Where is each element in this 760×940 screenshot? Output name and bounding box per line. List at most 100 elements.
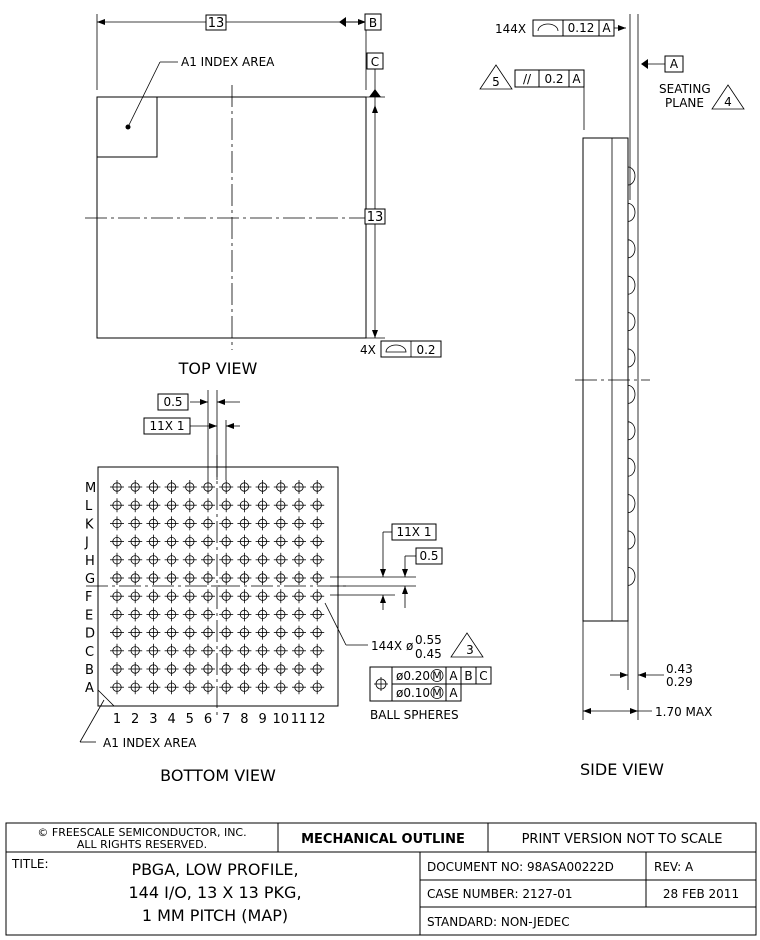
position-datum-b: B bbox=[464, 669, 472, 683]
solder-ball bbox=[128, 571, 143, 585]
profile-datum: A bbox=[602, 21, 611, 35]
row-label: D bbox=[85, 627, 95, 642]
column-label: 9 bbox=[258, 712, 266, 727]
column-label: 3 bbox=[149, 712, 157, 727]
solder-ball bbox=[273, 607, 288, 622]
solder-ball bbox=[110, 516, 124, 531]
side-ball bbox=[627, 348, 636, 368]
solder-ball bbox=[292, 625, 306, 640]
solder-ball bbox=[219, 498, 234, 513]
solder-ball bbox=[310, 625, 325, 640]
a1-index-hatch bbox=[96, 96, 158, 158]
solder-ball bbox=[292, 662, 306, 676]
row-label: M bbox=[85, 481, 96, 496]
solder-ball bbox=[146, 589, 161, 604]
solder-ball bbox=[237, 552, 252, 567]
solder-ball bbox=[255, 480, 270, 494]
side-view: 144X 0.12 A 5 // 0.2 A A SEATING PLANE 4 bbox=[479, 14, 745, 779]
solder-ball bbox=[110, 498, 124, 513]
flatness-value: 0.2 bbox=[416, 343, 435, 357]
solder-ball bbox=[219, 662, 234, 676]
solder-ball bbox=[164, 662, 179, 676]
side-ball bbox=[627, 275, 636, 295]
solder-ball bbox=[292, 589, 306, 604]
solder-ball bbox=[273, 552, 288, 567]
solder-ball bbox=[292, 534, 306, 549]
solder-ball bbox=[146, 607, 161, 622]
datum-c-label: C bbox=[371, 55, 379, 69]
pitch-count-right: 11X 1 bbox=[397, 525, 432, 539]
ball-spheres-label: BALL SPHERES bbox=[370, 708, 459, 722]
bottom-a1-index-label: A1 INDEX AREA bbox=[103, 736, 197, 750]
solder-ball bbox=[310, 607, 325, 622]
solder-ball bbox=[273, 480, 288, 494]
drawing-date: 28 FEB 2011 bbox=[663, 887, 739, 901]
solder-ball bbox=[146, 662, 161, 676]
solder-ball bbox=[128, 589, 143, 604]
solder-ball bbox=[273, 643, 288, 658]
solder-ball bbox=[310, 534, 325, 549]
solder-ball bbox=[182, 589, 197, 604]
solder-ball bbox=[219, 516, 234, 531]
side-ball bbox=[627, 203, 636, 222]
solder-ball bbox=[237, 625, 252, 640]
solder-ball bbox=[146, 516, 161, 531]
solder-ball bbox=[219, 643, 234, 658]
row-label: H bbox=[85, 554, 95, 569]
solder-ball bbox=[164, 680, 179, 695]
solder-ball bbox=[219, 571, 234, 585]
solder-ball bbox=[128, 625, 143, 640]
seating-plane-1: SEATING bbox=[659, 82, 711, 96]
height-max: 1.70 MAX bbox=[655, 705, 712, 719]
mmc-symbol-2: M bbox=[432, 687, 442, 700]
standoff-min: 0.29 bbox=[666, 675, 693, 689]
solder-ball bbox=[292, 643, 306, 658]
solder-ball bbox=[182, 552, 197, 567]
row-label: E bbox=[85, 608, 93, 623]
side-ball-profile bbox=[627, 166, 636, 586]
solder-ball bbox=[237, 480, 252, 494]
row-label: G bbox=[85, 572, 95, 587]
solder-ball bbox=[255, 589, 270, 604]
solder-ball bbox=[219, 589, 234, 604]
position-datum-a-2: A bbox=[449, 686, 458, 700]
row-label: L bbox=[85, 499, 93, 514]
solder-ball bbox=[219, 480, 234, 494]
solder-ball bbox=[292, 680, 306, 695]
column-label: 6 bbox=[204, 712, 212, 727]
solder-ball bbox=[164, 643, 179, 658]
document-number: DOCUMENT NO: 98ASA00222D bbox=[427, 860, 614, 874]
solder-ball bbox=[273, 498, 288, 513]
solder-ball bbox=[219, 552, 234, 567]
solder-ball bbox=[292, 498, 306, 513]
solder-ball bbox=[110, 607, 124, 622]
position-datum-c: C bbox=[479, 669, 487, 683]
column-label: 8 bbox=[240, 712, 248, 727]
side-ball bbox=[627, 312, 636, 331]
row-label: B bbox=[85, 663, 94, 678]
ball-count: 144X bbox=[371, 639, 402, 653]
solder-ball bbox=[255, 607, 270, 622]
standard: STANDARD: NON-JEDEC bbox=[427, 915, 570, 929]
datum-a-label: A bbox=[670, 57, 679, 71]
side-ball bbox=[627, 494, 636, 513]
solder-ball bbox=[128, 607, 143, 622]
standoff-max: 0.43 bbox=[666, 662, 693, 676]
solder-ball bbox=[182, 480, 197, 494]
solder-ball bbox=[219, 680, 234, 695]
solder-ball bbox=[201, 516, 215, 531]
column-label: 1 bbox=[113, 712, 121, 727]
title-line-1: PBGA, LOW PROFILE, bbox=[131, 860, 298, 879]
solder-ball bbox=[255, 625, 270, 640]
solder-ball bbox=[237, 643, 252, 658]
solder-ball bbox=[273, 589, 288, 604]
bottom-view-label: BOTTOM VIEW bbox=[160, 766, 276, 785]
position-tol-2: ø0.10 bbox=[396, 686, 430, 700]
solder-ball bbox=[310, 552, 325, 567]
solder-ball bbox=[182, 625, 197, 640]
mechanical-outline-label: MECHANICAL OUTLINE bbox=[301, 832, 465, 847]
column-label: 11 bbox=[291, 712, 308, 727]
solder-ball bbox=[128, 516, 143, 531]
solder-ball bbox=[201, 589, 215, 604]
solder-ball bbox=[182, 607, 197, 622]
